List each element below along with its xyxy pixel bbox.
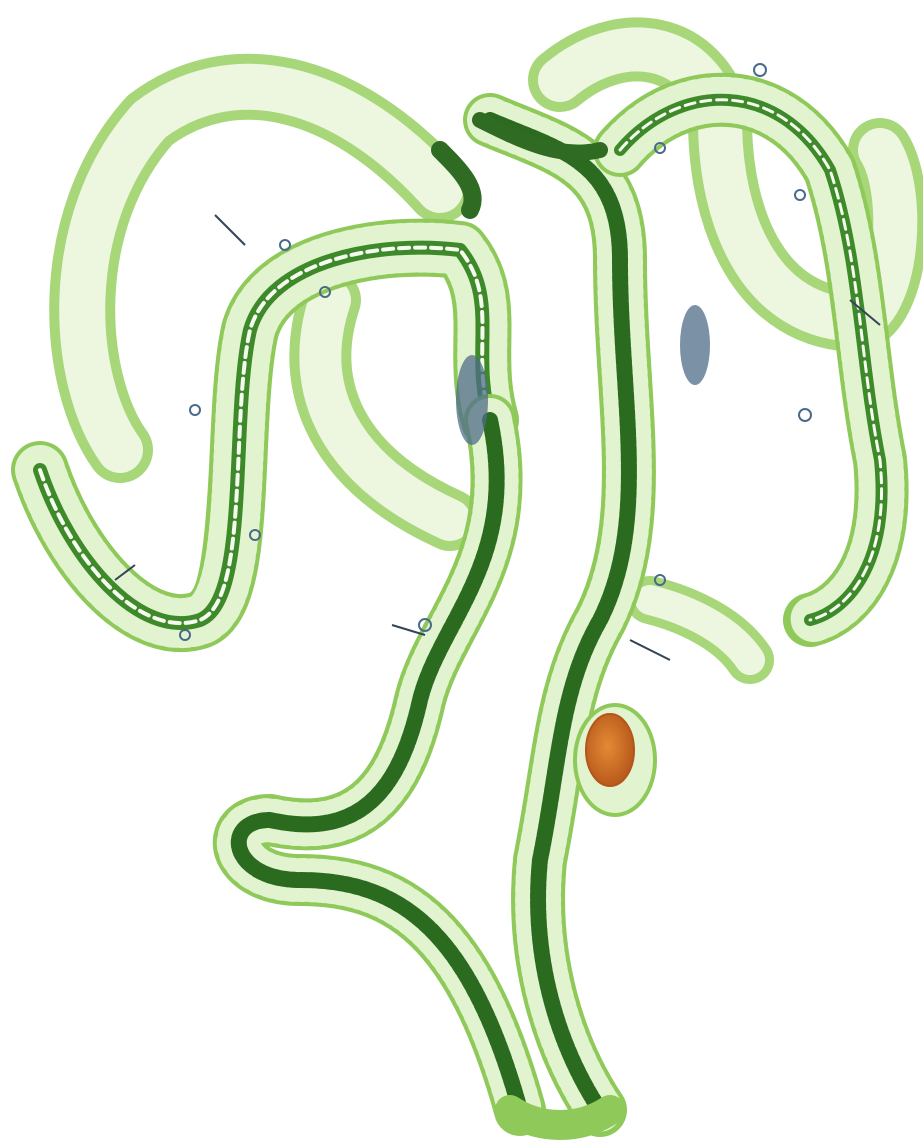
testis-right: [680, 305, 710, 385]
egg-cell: [586, 714, 634, 786]
testis-left: [456, 355, 488, 445]
nematocyst-icon: [799, 409, 811, 421]
tentacle-middle-inner: [320, 300, 450, 520]
nematocyst-icon: [190, 405, 200, 415]
nematocyst-icon: [795, 190, 805, 200]
right-arm: [480, 100, 882, 620]
egg-cell-icon: [575, 705, 655, 815]
basal-disc: [510, 1110, 610, 1125]
cnidocil-icon: [215, 215, 245, 245]
tentacle-lower-right-inner: [650, 600, 750, 660]
cnidocil-icon: [630, 640, 670, 660]
nematocyst-icon: [754, 64, 766, 76]
nematocyst-icon: [280, 240, 290, 250]
